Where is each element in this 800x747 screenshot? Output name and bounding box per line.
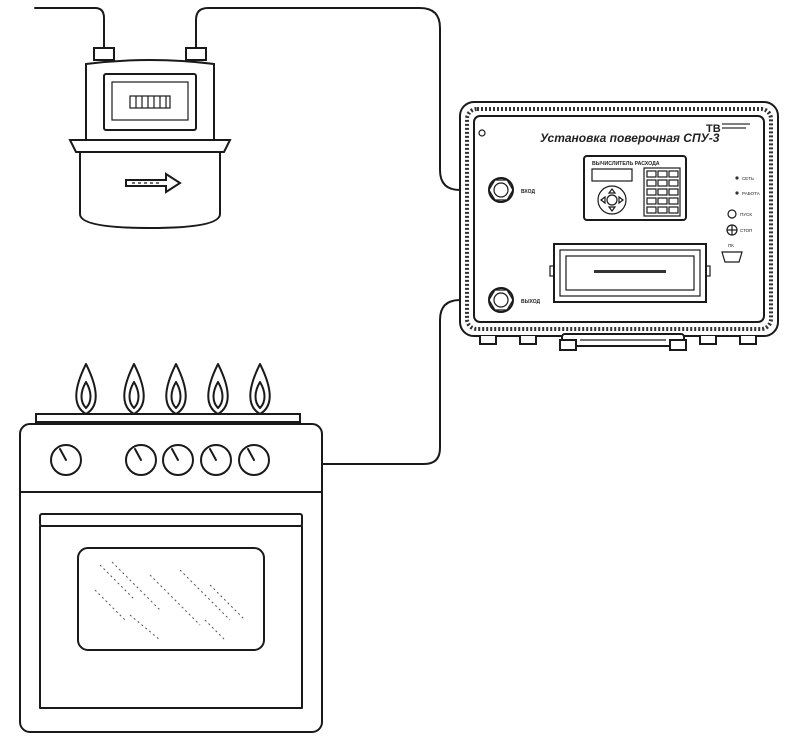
control-buttons: ПУСК СТОП — [726, 209, 752, 236]
manufacturer-logo-icon: ТВ — [706, 123, 750, 135]
start-button — [727, 209, 737, 219]
device-title: Установка поверочная СПУ-3 — [540, 131, 720, 145]
oven-door-handle — [39, 513, 303, 527]
device-case-rim — [465, 107, 773, 331]
flow-computer-label: ВЫЧИСЛИТЕЛЬ РАСХОДА — [592, 161, 660, 167]
svg-text:ТВ: ТВ — [706, 123, 721, 135]
db9-connector-icon — [721, 251, 743, 263]
stove-knob — [200, 444, 232, 476]
flame-icon — [207, 363, 229, 415]
flame-icon — [165, 363, 187, 415]
meter-flange — [68, 139, 232, 153]
inlet-port: ВХОД — [488, 177, 535, 203]
indicator-2-label: РАБОТА — [742, 191, 760, 196]
stove-knob — [50, 444, 82, 476]
flow-direction-arrow-icon — [125, 172, 182, 194]
pipe-device-outlet-to-stove — [321, 299, 491, 465]
oven-door — [39, 513, 303, 709]
meter-counter-digits — [129, 95, 171, 109]
flame-icon — [123, 363, 145, 415]
meter-fitting-left — [93, 47, 115, 61]
indicator-1-led-icon — [735, 176, 739, 180]
meter-counter-window — [103, 73, 197, 131]
status-indicators: СЕТЬ РАБОТА — [735, 176, 760, 196]
indicator-2-led-icon — [735, 191, 739, 195]
pc-connector-label: ПК — [728, 243, 734, 248]
meter-fitting-right — [185, 47, 207, 61]
flow-computer-unit: ВЫЧИСЛИТЕЛЬ РАСХОДА — [583, 155, 687, 221]
outlet-port-label: ВЫХОД — [521, 299, 541, 305]
stop-button-label: СТОП — [740, 228, 752, 233]
start-button-label: ПУСК — [740, 212, 752, 217]
meter-lower-housing — [79, 151, 221, 230]
stove-knobs — [50, 444, 270, 476]
keypad — [643, 167, 681, 217]
meter-counter-inner — [111, 81, 189, 121]
flame-icon — [249, 363, 271, 415]
device-bottom-handle — [559, 333, 687, 351]
navigation-dial-icon — [597, 185, 627, 215]
printer-unit — [549, 243, 711, 303]
pipe-supply-to-meter — [34, 7, 105, 49]
device-feet — [479, 336, 757, 345]
oven-window — [77, 547, 265, 651]
pipe-network — [34, 7, 491, 465]
oven-window-glare — [94, 561, 246, 641]
gas-meter — [68, 47, 232, 230]
flame-icon — [75, 363, 97, 415]
burner-flames — [75, 363, 271, 415]
stove-knob — [162, 444, 194, 476]
pipe-meter-to-device-inlet — [195, 7, 491, 191]
gas-stove — [19, 363, 323, 733]
panel-screw-icon — [478, 129, 486, 137]
outlet-port: ВЫХОД — [488, 287, 541, 313]
stove-knob — [125, 444, 157, 476]
printer-paper-slot — [594, 270, 666, 273]
verification-device-spu3: Установка поверочная СПУ-3 ТВ ВХОД ВЫХОД… — [459, 101, 779, 351]
flow-computer-display — [591, 168, 633, 182]
pc-connector: ПК — [721, 243, 743, 263]
stove-hob — [35, 413, 301, 423]
inlet-port-label: ВХОД — [521, 189, 535, 195]
indicator-1-label: СЕТЬ — [742, 176, 754, 181]
stove-knob — [238, 444, 270, 476]
